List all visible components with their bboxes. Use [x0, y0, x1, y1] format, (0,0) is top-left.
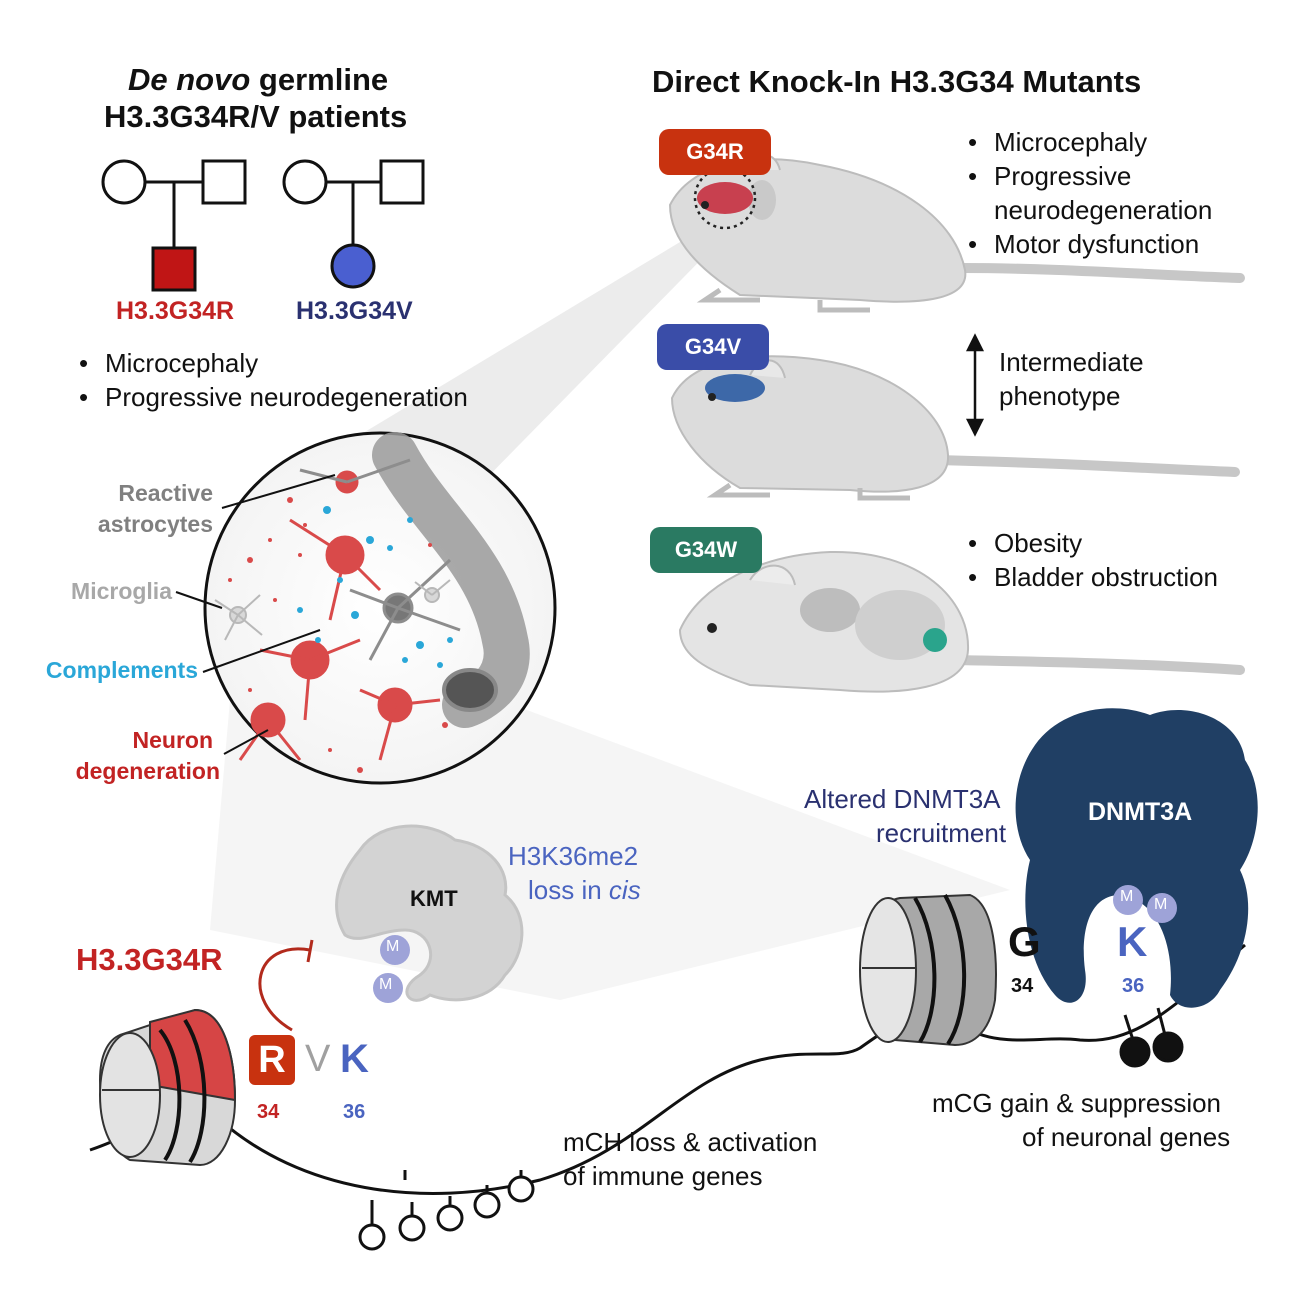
residue-number-34-right: 34 [1011, 975, 1034, 997]
g34r-bullet: Motor dysfunction [964, 227, 1212, 261]
g34r-patient-label: H3.3G34R [116, 297, 235, 325]
mch-label-2: of immune genes [563, 1161, 763, 1191]
kmt-label: KMT [410, 886, 458, 911]
dnmt3a-enzyme [1015, 708, 1258, 1008]
zoom-beam [310, 225, 735, 495]
intermediate-text-1: Intermediate [999, 347, 1144, 377]
mcg-label-2: of neuronal genes [1022, 1122, 1231, 1152]
g34r-bullet: Microcephaly [964, 125, 1212, 159]
g34r-bullet: Progressive [964, 159, 1212, 193]
residue-g34: G [1008, 918, 1041, 965]
residue-k36-right: K [1117, 918, 1148, 965]
h3g34r-mechanism-label: H3.3G34R [76, 942, 223, 977]
patients-title-line2: H3.3G34R/V patients [104, 99, 408, 134]
mouse-g34r [668, 154, 1245, 313]
residue-r34: R [249, 1035, 295, 1085]
intermediate-text-2: phenotype [999, 381, 1121, 411]
brain-label-pointers [175, 474, 336, 755]
dna-strand [89, 943, 1246, 1195]
residue-number-36-right: 36 [1122, 975, 1145, 997]
neuron-label-1: Neuron [132, 727, 214, 753]
residue-number-34-left: 34 [257, 1101, 280, 1123]
mcg-label-1: mCG gain & suppression [932, 1088, 1222, 1118]
tag-g34v: G34V [657, 324, 769, 370]
g34r-phenotype-list: Microcephaly Progressive neurodegenerati… [964, 125, 1212, 261]
patients-bullet: Progressive neurodegeneration [75, 380, 468, 414]
altered-label-2: recruitment [876, 818, 1007, 848]
pedigree-g34r [101, 159, 247, 292]
mch-lollipops [358, 1170, 535, 1251]
astrocytes-label-2: astrocytes [97, 511, 213, 537]
g34w-phenotype-list: Obesity Bladder obstruction [964, 526, 1218, 594]
nucleosome-left [98, 1008, 237, 1167]
methyl-mark: M [379, 976, 393, 993]
intermediate-arrow [965, 333, 985, 437]
mouse-g34w [678, 550, 1245, 693]
g34v-patient-label: H3.3G34V [296, 297, 413, 325]
complements-label: Complements [45, 657, 198, 683]
mch-label-1: mCH loss & activation [563, 1127, 818, 1157]
kmt-enzyme [335, 824, 524, 1003]
brain-zoom-circle [203, 431, 557, 785]
residue-number-36-left: 36 [343, 1101, 366, 1123]
mouse-g34v [670, 355, 1240, 501]
g34w-bullet: Obesity [964, 526, 1218, 560]
neuron-label-2: degeneration [75, 758, 220, 784]
h3k36me2-label-2: loss in cis [528, 875, 641, 905]
patients-title-line1: De novo germline [128, 62, 389, 97]
tag-g34r: G34R [659, 129, 771, 175]
tag-g34w: G34W [650, 527, 762, 573]
g34w-bullet: Bladder obstruction [964, 560, 1218, 594]
mcg-lollipops [1119, 1007, 1184, 1068]
microglia-label: Microglia [71, 578, 172, 604]
patients-bullet: Microcephaly [75, 346, 468, 380]
mutants-title: Direct Knock-In H3.3G34 Mutants [652, 64, 1142, 99]
patients-phenotype-list: Microcephaly Progressive neurodegenerati… [75, 346, 468, 414]
residue-v35: V [305, 1038, 331, 1080]
h3k36me2-label-1: H3K36me2 [508, 841, 639, 871]
inhibition-arrow [258, 939, 314, 1032]
dnmt3a-label: DNMT3A [1088, 798, 1193, 826]
methyl-mark: M [386, 938, 400, 955]
astrocytes-label-1: Reactive [118, 480, 213, 506]
methyl-mark: M [1154, 896, 1168, 913]
methyl-mark: M [1120, 888, 1134, 905]
residue-k36-left: K [340, 1037, 369, 1081]
nucleosome-right [859, 893, 997, 1047]
pedigree-g34v [282, 159, 425, 289]
altered-label-1: Altered DNMT3A [804, 784, 1001, 814]
g34r-bullet-continuation: neurodegeneration [994, 195, 1213, 225]
